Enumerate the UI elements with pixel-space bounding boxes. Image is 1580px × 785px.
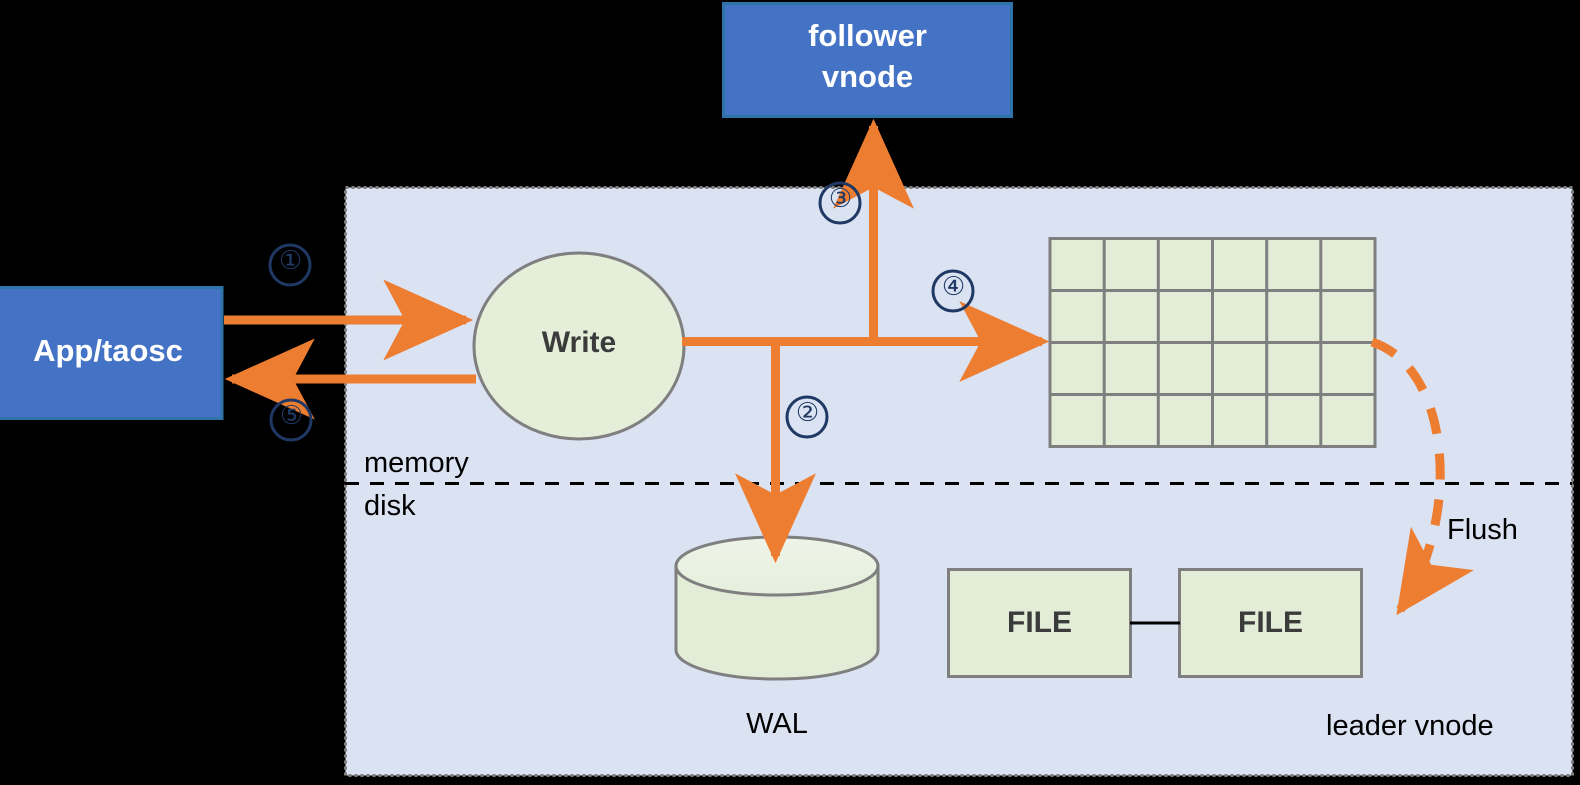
app-taosc-label: App/taosc (33, 333, 183, 368)
step-3-circle (818, 181, 862, 225)
memory-region-label: memory (364, 447, 469, 479)
flush-edge-label: Flush (1447, 514, 1518, 546)
follower-vnode-box[interactable] (722, 2, 1013, 118)
wal-label: WAL (746, 708, 808, 740)
step-1-marker: ① (278, 246, 303, 276)
step-4-circle (931, 269, 975, 313)
step-4-marker: ④ (941, 272, 966, 302)
app-taosc-box[interactable] (0, 286, 224, 420)
follower-vnode-label-line1: follower (808, 18, 927, 53)
follower-vnode-label-line2: vnode (821, 59, 914, 94)
wal-cylinder[interactable] (674, 535, 880, 681)
step-1-circle (268, 243, 312, 287)
step-5-circle (269, 398, 313, 442)
leader-vnode-label: leader vnode (1326, 710, 1494, 742)
step-2-circle (785, 395, 829, 439)
file-right-label: FILE (1238, 606, 1303, 639)
file-left-label: FILE (1007, 606, 1072, 639)
disk-region-label: disk (364, 490, 416, 522)
memtable-grid[interactable] (1048, 237, 1377, 448)
step-2-marker: ② (795, 398, 820, 428)
write-node-label: Write (541, 326, 617, 359)
step-3-marker: ③ (828, 184, 853, 214)
step-5-marker: ⑤ (279, 401, 304, 431)
